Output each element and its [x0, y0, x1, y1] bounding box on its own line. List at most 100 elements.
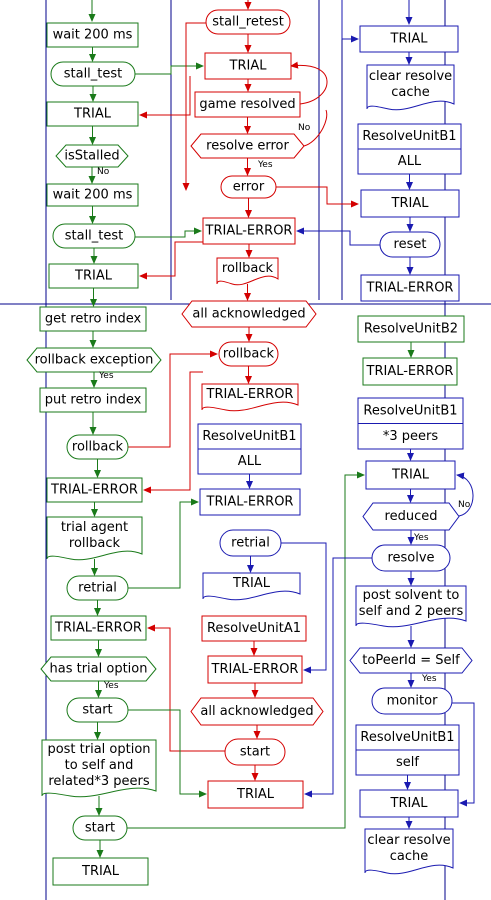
node-r6: TRIAL-ERROR: [360, 274, 460, 302]
node-r6-shape: [360, 274, 460, 302]
node-label-trial-error: TRIAL-ERROR: [366, 281, 454, 296]
node-l7-shape: [48, 263, 139, 289]
node-r8-shape: [362, 357, 458, 386]
node-label-trial: TRIAL: [232, 576, 271, 591]
node-m7-shape: [216, 257, 279, 286]
node-label-error: error: [233, 180, 265, 195]
node-r18-shape: [364, 828, 454, 875]
node-label-put-retro-index: put retro index: [45, 393, 142, 408]
node-m18-shape: [224, 738, 286, 766]
node-label-retrial: retrial: [78, 581, 117, 596]
node-label-line: cache: [390, 849, 429, 864]
node-l2: stall_test: [50, 61, 136, 87]
connector-l2-m2: [135, 62, 204, 75]
node-r10: TRIAL: [365, 460, 456, 490]
flow-nodes: wait 200 msstall_testTRIALisStalledwait …: [26, 9, 473, 886]
node-m6-shape: [202, 217, 296, 245]
node-label-trial-error: TRIAL-ERROR: [54, 621, 142, 636]
node-l16: has trial option: [40, 656, 157, 682]
node-m6: TRIAL-ERROR: [202, 217, 296, 245]
node-label-isstalled: isStalled: [64, 149, 119, 164]
loop-game-resolved: [290, 61, 328, 105]
node-l19: start: [72, 815, 128, 841]
node-label-resolveunita1: ResolveUnitA1: [207, 621, 301, 636]
node-label-line: clear resolve: [367, 833, 450, 848]
node-m5-shape: [220, 175, 277, 199]
node-label-line: post solvent to: [363, 588, 460, 603]
node-label-resolve-error: resolve error: [206, 139, 289, 154]
node-label-resolve: resolve: [387, 551, 434, 566]
node-r5: reset: [379, 231, 441, 258]
node-label-all: ALL: [238, 454, 262, 469]
node-label-trial-error: TRIAL-ERROR: [206, 387, 294, 402]
node-l11-shape: [66, 434, 129, 460]
node-label-line: self and 2 peers: [359, 604, 464, 619]
node-m13-shape: [219, 529, 282, 557]
node-label-line: related*3 peers: [48, 774, 149, 789]
node-r17: TRIAL: [359, 789, 459, 818]
node-m7: rollback: [216, 257, 279, 286]
node-r7-shape: [357, 315, 465, 343]
node-m10: TRIAL-ERROR: [201, 383, 299, 412]
node-label-trial: TRIAL: [236, 787, 275, 802]
node-l7: TRIAL: [48, 263, 139, 289]
node-label-wait-200-ms: wait 200 ms: [53, 188, 133, 203]
node-label-rollback: rollback: [222, 261, 274, 276]
edge-label-no: No: [298, 123, 311, 133]
node-label-line: cache: [391, 85, 430, 100]
node-label-stall-test: stall_test: [65, 229, 124, 244]
node-l5-shape: [46, 183, 139, 207]
node-l10-shape: [39, 387, 147, 413]
node-label-start: start: [85, 821, 115, 836]
edge-label-no: No: [458, 500, 471, 510]
node-l11: rollback: [66, 434, 129, 460]
node-m4-shape: [190, 133, 305, 159]
edge-label-no: No: [97, 167, 110, 177]
edge-label-yes: Yes: [421, 674, 437, 684]
node-l12-shape: [46, 477, 143, 503]
edge-label-yes: Yes: [257, 160, 273, 170]
node-l10: put retro index: [39, 387, 147, 413]
node-l6-shape: [52, 223, 136, 249]
node-l9: rollback exception: [26, 347, 162, 373]
node-label-resolveunitb1: ResolveUnitB1: [362, 129, 456, 144]
node-label-wait-200-ms: wait 200 ms: [53, 28, 133, 43]
node-m9-shape: [218, 341, 279, 367]
node-m8: all acknowledged: [181, 300, 317, 328]
node-label-trial-error: TRIAL-ERROR: [50, 483, 138, 498]
connector-m5-r4: [276, 186, 359, 208]
node-r7: ResolveUnitB2: [357, 315, 465, 343]
node-label-resolveunitb1: ResolveUnitB1: [202, 429, 296, 444]
node-label-rollback: rollback: [223, 347, 275, 362]
node-m19: TRIAL: [207, 780, 304, 809]
node-label-topeerid-self: toPeerId = Self: [362, 653, 460, 668]
node-label-trial: TRIAL: [73, 107, 112, 122]
node-r12-shape: [371, 544, 451, 572]
node-label-rollback: rollback: [72, 440, 124, 455]
connector-l14-m12: [128, 498, 199, 589]
node-m14: TRIAL: [202, 572, 301, 601]
node-r14: toPeerId = Self: [349, 647, 473, 674]
node-m15-shape: [201, 615, 307, 642]
node-r8: TRIAL-ERROR: [362, 357, 458, 386]
edge-label-yes: Yes: [98, 371, 114, 381]
node-label-start: start: [240, 745, 270, 760]
connector-m2-l3: [139, 76, 191, 119]
node-label-rollback-exception: rollback exception: [35, 353, 154, 368]
node-r17-shape: [359, 789, 459, 818]
node-l16-shape: [40, 656, 157, 682]
node-m16: TRIAL-ERROR: [207, 655, 303, 684]
node-l4: isStalled: [55, 144, 129, 168]
node-r15: monitor: [371, 687, 453, 715]
node-l2-shape: [50, 61, 136, 87]
node-label-reduced: reduced: [385, 509, 438, 524]
node-label-3-peers: *3 peers: [383, 429, 438, 444]
node-label-reset: reset: [394, 237, 427, 252]
node-m2: TRIAL: [204, 52, 292, 80]
node-m15: ResolveUnitA1: [201, 615, 307, 642]
node-r11: reduced: [362, 502, 460, 531]
node-label-game-resolved: game resolved: [199, 97, 295, 112]
